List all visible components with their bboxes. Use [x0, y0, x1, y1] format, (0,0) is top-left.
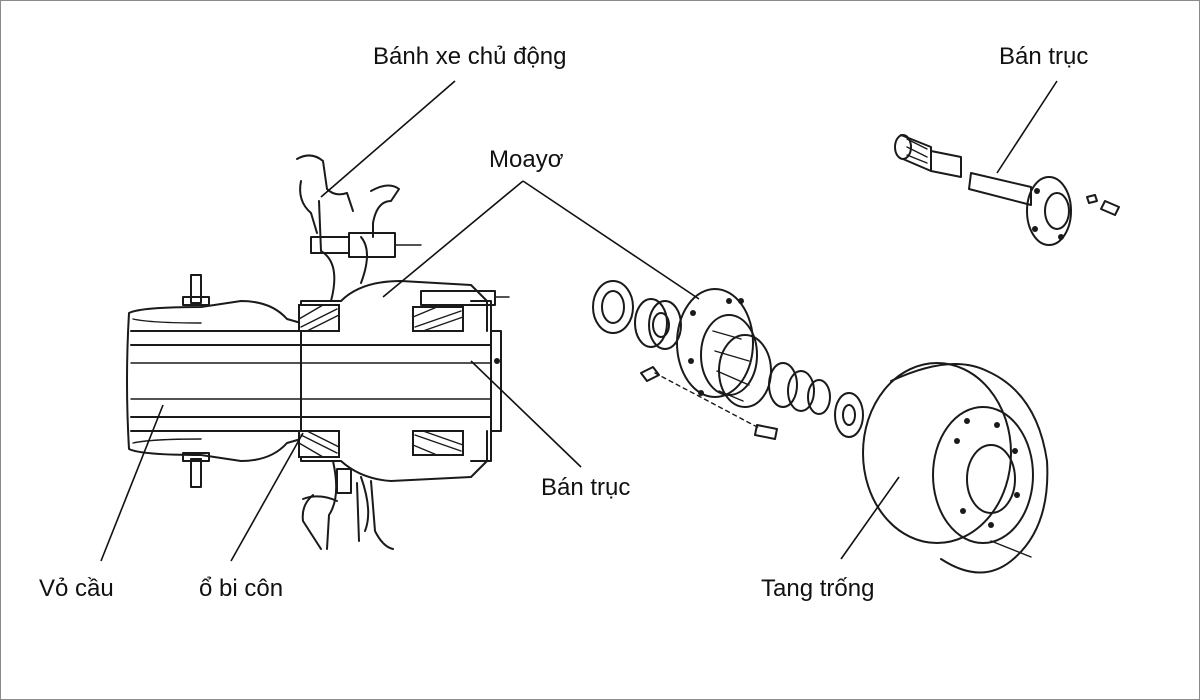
label-half-shaft-mid: Bán trục — [541, 474, 630, 501]
hub-section — [300, 200, 510, 550]
oil-seal-ring — [592, 280, 634, 334]
inner-bearing-cone — [634, 298, 682, 350]
label-axle-housing: Vỏ cầu — [39, 575, 114, 602]
label-taper-bearing: ổ bi côn — [199, 575, 283, 602]
leader-axle-housing — [100, 404, 164, 562]
label-hub: Moayơ — [489, 146, 564, 173]
half-shaft-section — [130, 300, 502, 462]
leader-drive-wheel — [320, 80, 456, 198]
taper-bearing-section — [298, 304, 464, 458]
brake-drum-exploded — [862, 362, 1049, 574]
outer-bearing-set — [768, 362, 864, 438]
axle-housing-section — [126, 274, 302, 488]
leader-taper-bearing — [230, 432, 304, 562]
half-shaft-exploded — [894, 134, 1120, 246]
hub-nut-stud — [640, 366, 778, 440]
leader-half-shaft-top — [996, 80, 1058, 174]
drive-wheel-rim-section — [296, 154, 400, 550]
leader-hub-right — [522, 180, 700, 300]
leader-hub-left — [382, 180, 524, 298]
label-half-shaft-top: Bán trục — [999, 43, 1088, 70]
label-drive-wheel: Bánh xe chủ động — [373, 43, 567, 70]
leader-lines — [100, 80, 1058, 562]
leader-half-shaft-mid — [470, 360, 582, 468]
hub-flange — [676, 288, 772, 408]
label-brake-drum: Tang trống — [761, 575, 874, 602]
leader-brake-drum — [840, 476, 900, 560]
